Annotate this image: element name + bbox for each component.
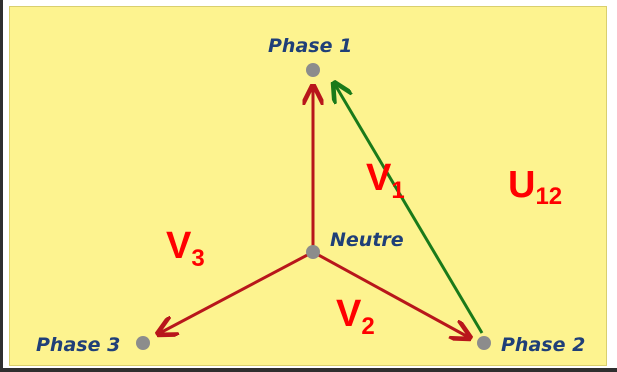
v2-label-sub: 2 — [361, 313, 374, 340]
phase2-label: Phase 2 — [501, 334, 585, 356]
phase2-dot — [477, 336, 491, 350]
vector-v2-arrow — [312, 250, 470, 338]
vector-v3-arrow — [158, 250, 314, 334]
vector-u12-arrow — [334, 83, 484, 334]
neutre-dot — [306, 245, 320, 259]
v2-label: V2 — [336, 293, 375, 340]
neutre-label: Neutre — [330, 229, 404, 251]
v2-label-main: V — [336, 293, 362, 335]
u12-label-sub: 12 — [535, 183, 562, 210]
v1-label: V1 — [366, 157, 405, 204]
u12-label: U12 — [508, 164, 562, 210]
v1-label-main: V — [366, 157, 392, 199]
frame-left-border — [0, 0, 3, 372]
v1-label-sub: 1 — [391, 177, 404, 204]
phase3-dot — [136, 336, 150, 350]
phase3-label: Phase 3 — [36, 334, 120, 356]
v3-label-main: V — [166, 225, 192, 267]
v3-label-sub: 3 — [191, 245, 204, 272]
phase1-label: Phase 1 — [268, 35, 352, 57]
phase1-dot — [306, 63, 320, 77]
u12-label-main: U — [508, 164, 535, 206]
frame-bottom-border — [0, 368, 617, 372]
v3-label: V3 — [166, 225, 205, 272]
